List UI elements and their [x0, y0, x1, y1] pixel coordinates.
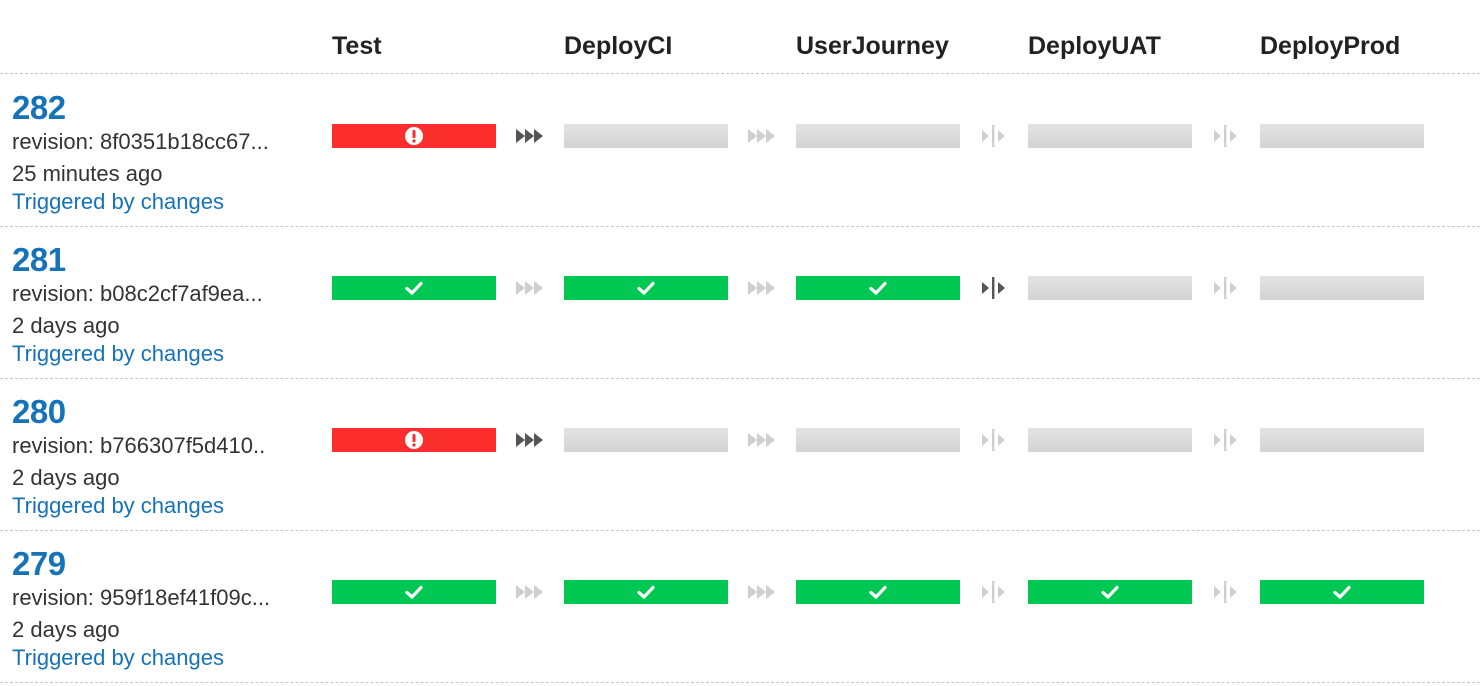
- revision-text: revision: 8f0351b18cc67...: [12, 129, 302, 155]
- stage-bar-deployprod-pending: [1260, 276, 1424, 300]
- revision-text: revision: 959f18ef41f09c...: [12, 585, 302, 611]
- run-counter-link[interactable]: 280: [12, 393, 66, 430]
- triggered-by-link[interactable]: Triggered by changes: [12, 341, 224, 366]
- manual-transition-deployuat: [960, 428, 1028, 452]
- fast-forward-icon: [516, 433, 543, 447]
- revision-text: revision: b766307f5d410..: [12, 433, 302, 459]
- manual-gate-icon: [982, 125, 1005, 147]
- run-timestamp: 2 days ago: [12, 617, 120, 642]
- stage-bar-test-passed[interactable]: [332, 276, 496, 300]
- run-timestamp: 2 days ago: [12, 313, 120, 338]
- revision-hash: 8f0351b18cc67...: [100, 129, 269, 154]
- auto-transition-userjourney: [728, 428, 796, 452]
- stage-bar-deployuat-pending: [1028, 276, 1192, 300]
- auto-transition-deployci: [496, 428, 564, 452]
- check-icon: [869, 585, 887, 599]
- fast-forward-icon: [748, 585, 775, 599]
- stage-bar-deployci-passed[interactable]: [564, 580, 728, 604]
- manual-transition-deployprod: [1192, 124, 1260, 148]
- fast-forward-icon: [516, 281, 543, 295]
- stage-header-userjourney: UserJourney: [796, 32, 949, 60]
- check-icon: [1333, 585, 1351, 599]
- manual-transition-deployuat[interactable]: [960, 276, 1028, 300]
- stage-bar-deployci-pending: [564, 124, 728, 148]
- auto-transition-userjourney: [728, 276, 796, 300]
- revision-label: revision:: [12, 129, 101, 154]
- revision-label: revision:: [12, 585, 101, 610]
- check-icon: [869, 281, 887, 295]
- stage-bar-deployuat-passed[interactable]: [1028, 580, 1192, 604]
- manual-transition-deployuat: [960, 124, 1028, 148]
- manual-transition-deployprod: [1192, 276, 1260, 300]
- check-icon: [637, 585, 655, 599]
- stage-bar-userjourney-pending: [796, 428, 960, 452]
- exclamation-circle-icon: [405, 127, 423, 145]
- manual-gate-icon: [1214, 429, 1237, 451]
- stage-bar-deployprod-pending: [1260, 124, 1424, 148]
- manual-gate-icon: [982, 581, 1005, 603]
- manual-transition-deployuat: [960, 580, 1028, 604]
- stage-bar-deployci-passed[interactable]: [564, 276, 728, 300]
- check-icon: [637, 281, 655, 295]
- check-icon: [1101, 585, 1119, 599]
- fast-forward-icon: [748, 281, 775, 295]
- manual-gate-icon: [982, 277, 1005, 299]
- manual-transition-deployprod: [1192, 428, 1260, 452]
- fast-forward-icon: [516, 585, 543, 599]
- revision-text: revision: b08c2cf7af9ea...: [12, 281, 302, 307]
- fast-forward-icon: [748, 433, 775, 447]
- triggered-by-link[interactable]: Triggered by changes: [12, 189, 224, 214]
- manual-gate-icon: [982, 429, 1005, 451]
- triggered-by-link[interactable]: Triggered by changes: [12, 493, 224, 518]
- run-timestamp: 2 days ago: [12, 465, 120, 490]
- stage-bar-deployci-pending: [564, 428, 728, 452]
- run-counter-link[interactable]: 281: [12, 241, 66, 278]
- pipeline-run-row: 279 revision: 959f18ef41f09c... 2 days ago…: [0, 531, 1480, 683]
- stage-bar-deployuat-pending: [1028, 428, 1192, 452]
- stage-bar-deployuat-pending: [1028, 124, 1192, 148]
- manual-gate-icon: [1214, 125, 1237, 147]
- manual-transition-deployprod: [1192, 580, 1260, 604]
- revision-hash: b766307f5d410..: [100, 433, 266, 458]
- auto-transition-deployci: [496, 580, 564, 604]
- run-timestamp: 25 minutes ago: [12, 161, 163, 186]
- run-counter-link[interactable]: 282: [12, 89, 66, 126]
- check-icon: [405, 585, 423, 599]
- stage-bar-deployprod-pending: [1260, 428, 1424, 452]
- run-counter-link[interactable]: 279: [12, 545, 66, 582]
- stage-header-deployci: DeployCI: [564, 32, 673, 60]
- stage-bar-test-failed[interactable]: [332, 428, 496, 452]
- stage-bar-test-failed[interactable]: [332, 124, 496, 148]
- revision-hash: b08c2cf7af9ea...: [100, 281, 263, 306]
- revision-label: revision:: [12, 281, 101, 306]
- auto-transition-deployci: [496, 276, 564, 300]
- stage-bar-test-passed[interactable]: [332, 580, 496, 604]
- stage-header: Test DeployCI UserJourney DeployUAT Depl…: [0, 0, 1480, 74]
- stage-bar-userjourney-passed[interactable]: [796, 580, 960, 604]
- manual-gate-icon: [1214, 277, 1237, 299]
- pipeline-run-row: 282 revision: 8f0351b18cc67... 25 minutes …: [0, 75, 1480, 227]
- revision-hash: 959f18ef41f09c...: [100, 585, 271, 610]
- stage-bar-deployprod-passed[interactable]: [1260, 580, 1424, 604]
- manual-gate-icon: [1214, 581, 1237, 603]
- stage-header-deployuat: DeployUAT: [1028, 32, 1161, 60]
- stage-header-test: Test: [332, 32, 382, 60]
- fast-forward-icon: [516, 129, 543, 143]
- auto-transition-deployci: [496, 124, 564, 148]
- stage-bar-userjourney-pending: [796, 124, 960, 148]
- check-icon: [405, 281, 423, 295]
- triggered-by-link[interactable]: Triggered by changes: [12, 645, 224, 670]
- auto-transition-userjourney: [728, 580, 796, 604]
- stage-header-deployprod: DeployProd: [1260, 32, 1401, 60]
- auto-transition-userjourney: [728, 124, 796, 148]
- revision-label: revision:: [12, 433, 101, 458]
- exclamation-circle-icon: [405, 431, 423, 449]
- fast-forward-icon: [748, 129, 775, 143]
- stage-bar-userjourney-passed[interactable]: [796, 276, 960, 300]
